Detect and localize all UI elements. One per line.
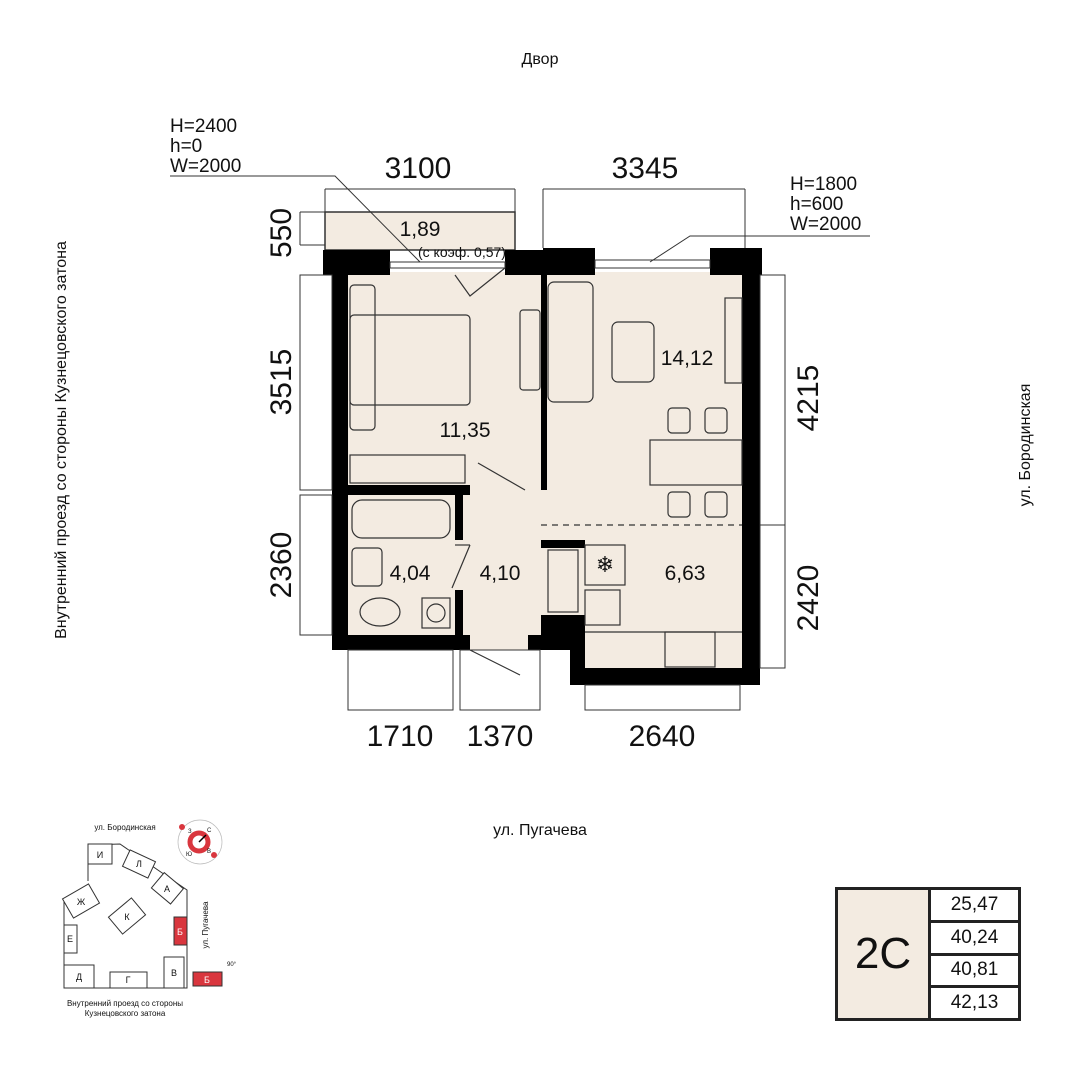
dim-left: 2360	[265, 532, 298, 599]
spec-line: H=2400	[170, 116, 237, 137]
compass-icon: З С Ю В	[177, 819, 223, 865]
apartment-summary-table: 2С 25,47 40,24 40,81 42,13	[835, 887, 1021, 1021]
bed	[349, 314, 471, 406]
building-label: А	[164, 884, 170, 894]
living-window	[594, 259, 711, 269]
walls	[323, 248, 762, 685]
building-label: К	[124, 912, 130, 922]
compass-e: В	[207, 849, 211, 855]
dim-top: 3100	[385, 152, 452, 185]
toilet	[359, 597, 401, 627]
area-hall: 4,10	[480, 562, 521, 585]
compass-s: Ю	[186, 852, 192, 858]
room-areas: 1,89 (с коэф. 0,57) 11,35 14,12 4,04 4,1…	[390, 218, 714, 585]
balcony-door-window	[389, 261, 506, 269]
spec-line: W=2000	[790, 214, 861, 235]
area-kitchen: 6,63	[665, 562, 706, 585]
spec-line: h=0	[170, 136, 202, 157]
tv-stand	[519, 309, 541, 391]
label-left: Внутренний проезд со стороны Кузнецовско…	[53, 241, 70, 639]
bathroom-door	[451, 544, 471, 589]
area-value: 25,47	[931, 890, 1018, 923]
sofa	[547, 281, 594, 403]
dim-top: 3345	[612, 152, 679, 185]
compass-n: С	[207, 828, 212, 834]
kitchen-sink	[584, 589, 621, 626]
site-street-right: ул. Пугачева	[201, 901, 210, 948]
label-top: Двор	[522, 51, 559, 68]
dim-bottom: 1710	[367, 720, 434, 753]
area-balcony: 1,89	[400, 218, 441, 241]
dim-left: 3515	[265, 349, 298, 416]
entrance-door	[469, 649, 521, 676]
living-window-spec: H=1800 h=600 W=2000	[790, 174, 861, 235]
dining-table	[649, 439, 743, 486]
area-value: 40,24	[931, 923, 1018, 956]
building-label: Б	[204, 975, 210, 985]
area-living: 14,12	[661, 347, 714, 370]
washing-machine	[421, 597, 451, 629]
spec-line: W=2000	[170, 156, 241, 177]
wardrobe	[349, 454, 466, 484]
balcony-door	[454, 267, 506, 297]
area-value: 40,81	[931, 956, 1018, 989]
callout-lines	[170, 175, 870, 711]
compass-w: З	[188, 829, 192, 835]
area-balcony-note: (с коэф. 0,57)	[418, 244, 506, 260]
building-label: Ж	[77, 897, 86, 907]
room-fills	[325, 212, 745, 670]
spec-line: H=1800	[790, 174, 857, 195]
bathtub	[351, 499, 451, 539]
label-bottom: ул. Пугачева	[493, 822, 587, 839]
coffee-table	[611, 321, 655, 383]
site-caption: Внутренний проезд со стороны	[67, 999, 183, 1008]
building-label: В	[171, 968, 177, 978]
dim-left: 550	[265, 208, 298, 258]
sink	[351, 547, 383, 587]
area-bathroom: 4,04	[390, 562, 431, 585]
building-label: Б	[177, 927, 183, 937]
dim-right: 4215	[792, 365, 825, 432]
site-plan: ул. Бородинская ул. Пугачева Внутренний …	[61, 819, 237, 1018]
fridge	[584, 544, 626, 586]
balcony-door-spec: H=2400 h=0 W=2000	[170, 116, 241, 177]
dimensions: 3100 3345 550 3515 2360 4215 2420 1710 1…	[265, 152, 825, 753]
building-label: Г	[126, 975, 131, 985]
dim-right: 2420	[792, 565, 825, 632]
spec-line: h=600	[790, 194, 843, 215]
rotation-label: 90°	[227, 962, 237, 968]
site-street-top: ул. Бородинская	[94, 823, 155, 832]
snowflake-icon: ❄	[596, 552, 614, 577]
furniture	[349, 267, 743, 676]
tv	[724, 297, 743, 384]
building-label: Е	[67, 934, 73, 944]
site-caption: Кузнецовского затона	[85, 1009, 166, 1018]
building-label: Д	[76, 972, 82, 982]
apartment-type: 2С	[838, 890, 931, 1018]
dim-bottom: 2640	[629, 720, 696, 753]
bedroom-door	[477, 462, 526, 491]
building-label: И	[97, 850, 103, 860]
building-label: Л	[136, 859, 142, 869]
area-bedroom: 11,35	[440, 419, 491, 442]
closet	[547, 549, 579, 613]
area-value: 42,13	[950, 992, 999, 1014]
dim-bottom: 1370	[467, 720, 534, 753]
label-right: ул. Бородинская	[1017, 384, 1034, 507]
